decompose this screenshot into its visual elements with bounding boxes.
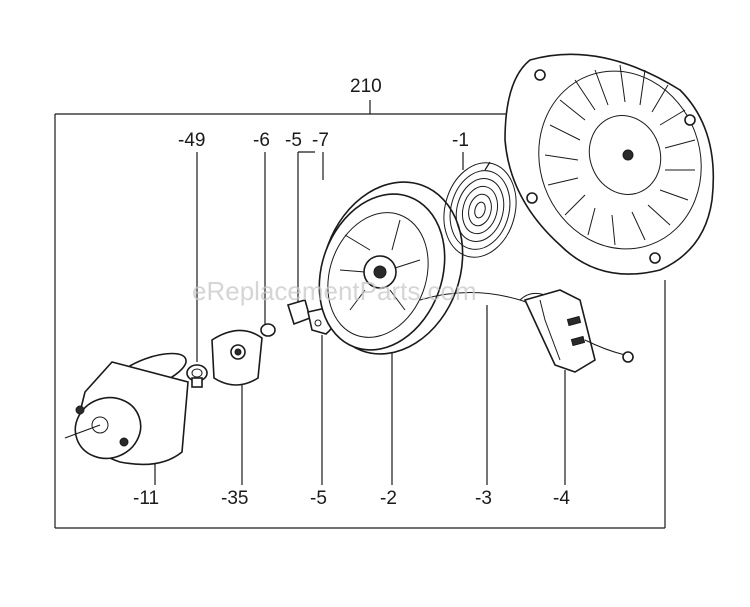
starter-cup-part (64, 352, 189, 466)
label-3: -3 (475, 488, 492, 509)
label-4: -4 (553, 488, 570, 509)
reel-pulley-part (318, 181, 464, 355)
label-5-bottom: -5 (310, 488, 327, 509)
label-5-top: -5 (285, 130, 302, 151)
label-1: -1 (452, 130, 469, 151)
watermark-text: eReplacementParts.com (192, 276, 477, 306)
nut-part (186, 364, 208, 388)
label-2: -2 (380, 488, 397, 509)
label-11: -11 (133, 488, 159, 509)
label-7: -7 (312, 130, 329, 151)
label-6: -6 (253, 130, 270, 151)
clip-part (260, 323, 276, 337)
label-210: 210 (350, 76, 382, 97)
starter-housing-part (504, 53, 715, 275)
ratchet-plate-part (211, 329, 263, 386)
label-35: -35 (221, 488, 248, 509)
starter-handle-part (523, 289, 634, 373)
label-49: -49 (178, 130, 205, 151)
recoil-spring-part (443, 161, 517, 258)
